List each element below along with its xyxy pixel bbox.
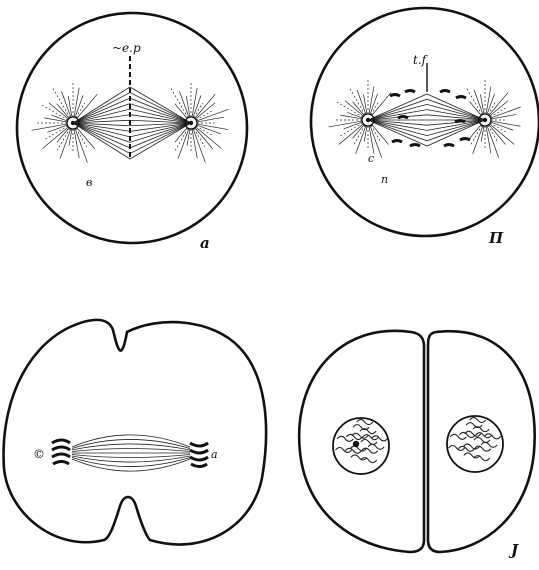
chromosome-mass-right-c [190,443,208,467]
panel-label-a: а [200,234,210,252]
annotation-tf: t.f [413,53,429,67]
annotation-ep: ~e.p [112,41,141,55]
panel-a: ~e.p в а [17,13,247,252]
panel-c: © a [4,320,267,545]
annotation-c: c [368,152,374,165]
spindle-a [73,87,191,159]
nucleus-right-d [447,416,503,472]
aster-left-a [32,81,98,162]
spindle-c [72,435,190,471]
cell-outline-b [311,8,539,236]
annotation-copyright: © [33,447,45,461]
panel-b: t.f c n П [311,8,539,247]
panel-label-b: П [488,229,504,247]
annotation-v: в [86,176,92,189]
annotation-a: a [211,448,218,461]
chromosome-mass-left-c [52,440,70,464]
panel-label-d: J [508,541,519,559]
daughter-cell-right [428,331,535,552]
annotation-n: n [381,173,388,186]
cell-outline-c [4,320,267,545]
panel-d: J [299,331,535,559]
nucleus-left-d [333,418,389,474]
